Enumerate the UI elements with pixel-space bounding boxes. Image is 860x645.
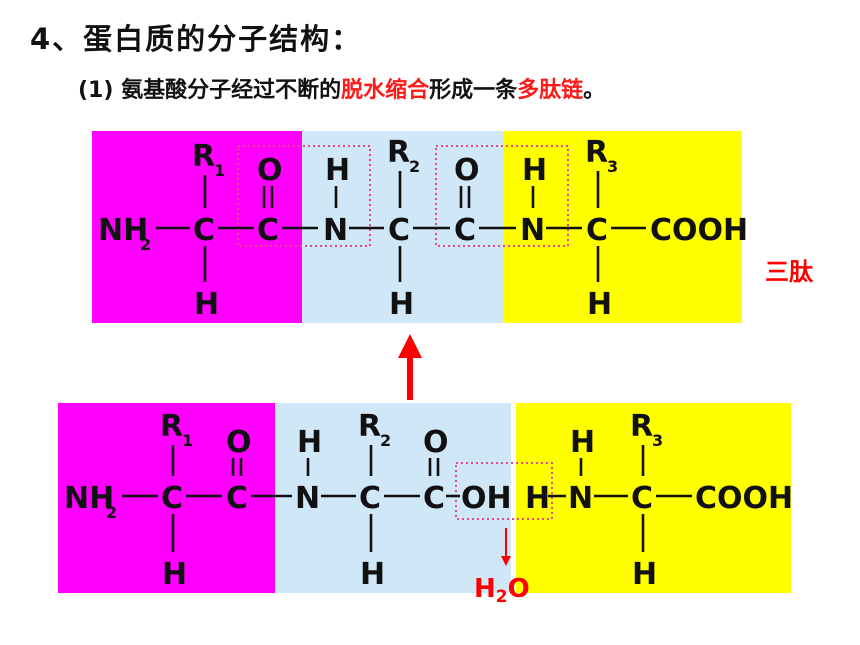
- rx-nh2-sub: 2: [106, 503, 117, 522]
- subtitle-middle: 形成一条: [429, 78, 518, 103]
- tri-h-bottom-3: H: [587, 287, 612, 322]
- rx-cooh: COOH: [695, 481, 793, 516]
- rx-r2: R: [358, 409, 381, 444]
- tri-h-n2: H: [522, 153, 547, 188]
- tri-c1: C: [193, 213, 215, 248]
- rx-h-bottom-2: H: [360, 557, 385, 592]
- subtitle-polypeptide: 多肽链: [517, 78, 584, 103]
- rx-h-bottom-3: H: [632, 557, 657, 592]
- rx-c4: C: [423, 481, 445, 516]
- tri-r3: R: [585, 135, 608, 170]
- rx-c2: C: [226, 481, 248, 516]
- peptide-bond-box-1: [237, 145, 371, 247]
- rx-r3-sub: 3: [652, 431, 663, 450]
- rx-h-n2: H: [570, 425, 595, 460]
- tri-h-n1: H: [325, 153, 350, 188]
- rx-r1-sub: 1: [182, 431, 193, 450]
- water-o: O: [507, 574, 530, 604]
- rx-nh2: NH: [64, 481, 114, 516]
- tri-r2: R: [387, 135, 410, 170]
- tripeptide-magenta-block: [92, 131, 302, 323]
- rx-o2: O: [423, 425, 449, 460]
- tri-r1: R: [192, 139, 215, 174]
- tri-o2: O: [454, 153, 480, 188]
- peptide-bond-box-2: [435, 145, 569, 247]
- rx-n1: N: [295, 481, 320, 516]
- subtitle-suffix: 。: [583, 78, 606, 103]
- water-arrow-head: [501, 556, 511, 566]
- rx-h-bottom-1: H: [162, 557, 187, 592]
- water-removal-box: [455, 462, 553, 520]
- water-h: H: [474, 574, 496, 604]
- rx-r2-sub: 2: [380, 431, 391, 450]
- section-title: 4、蛋白质的分子结构：: [30, 22, 363, 56]
- subtitle-prefix: (1) 氨基酸分子经过不断的: [78, 78, 342, 103]
- tri-nh2-sub: 2: [140, 235, 151, 254]
- tri-h-bottom-1: H: [194, 287, 219, 322]
- reactant-magenta-block: [58, 403, 275, 593]
- rx-h-amine: H: [525, 481, 550, 516]
- tri-r3-sub: 3: [607, 157, 618, 176]
- rx-c3: C: [359, 481, 381, 516]
- tri-cooh: COOH: [650, 213, 748, 248]
- rx-r3: R: [630, 409, 653, 444]
- tri-c5: C: [586, 213, 608, 248]
- rx-h-n1: H: [297, 425, 322, 460]
- tri-c3: C: [388, 213, 410, 248]
- reaction-arrow-head: [398, 334, 422, 358]
- section-subtitle: (1) 氨基酸分子经过不断的脱水缩合形成一条多肽链。: [78, 72, 605, 104]
- tri-c2: C: [257, 213, 279, 248]
- subtitle-dehydration: 脱水缩合: [341, 78, 430, 103]
- tri-c4: C: [454, 213, 476, 248]
- rx-o1: O: [226, 425, 252, 460]
- rx-n2: N: [568, 481, 593, 516]
- tri-n1: N: [323, 213, 348, 248]
- water-formula: H2O: [474, 574, 530, 607]
- rx-c5: C: [631, 481, 653, 516]
- tripeptide-label: 三肽: [765, 258, 813, 286]
- tri-r1-sub: 1: [214, 161, 225, 180]
- tri-r2-sub: 2: [409, 157, 420, 176]
- tri-n2: N: [520, 213, 545, 248]
- tri-nh2: NH: [98, 213, 148, 248]
- rx-oh: OH: [461, 481, 512, 516]
- water-sub: 2: [495, 587, 508, 607]
- rx-r1: R: [160, 409, 183, 444]
- tri-h-bottom-2: H: [389, 287, 414, 322]
- tri-o1: O: [257, 153, 283, 188]
- rx-c1: C: [161, 481, 183, 516]
- tripeptide-blue-block: [302, 131, 504, 323]
- reactant-blue-block: [275, 403, 511, 593]
- reactant-yellow-block: [516, 403, 791, 593]
